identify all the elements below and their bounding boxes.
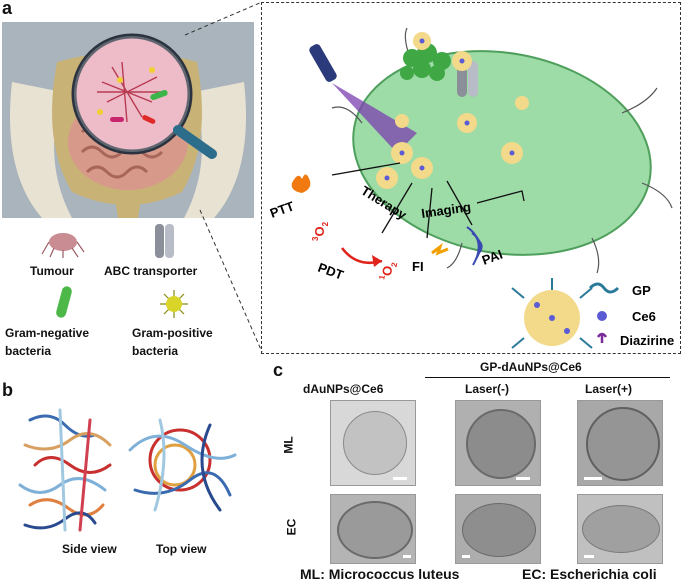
tem-row-ml: ML: [281, 436, 296, 454]
tumour-icon: [40, 228, 86, 258]
abdomen-illustration: [2, 22, 254, 218]
tem-col-2: Laser(-): [465, 382, 510, 396]
legend-gram-positive-1: Gram-positive: [132, 326, 213, 340]
protein-top-label: Top view: [156, 542, 207, 556]
imaging-label: Imaging: [420, 199, 471, 221]
abdomen-svg: [2, 22, 254, 218]
tem-ml-laser-on: [577, 400, 663, 486]
key-diazirine: Diazirine: [620, 333, 674, 348]
key-ce6: Ce6: [632, 309, 656, 324]
tem-ec-daunps: [330, 494, 416, 564]
legend-gram-negative-1: Gram-negative: [5, 326, 90, 340]
pdt-label: PDT: [316, 260, 346, 283]
mechanism-box: Therapy Imaging PTT PDT 3O2 1O2 FI PAI: [261, 2, 681, 354]
tem-col-1: dAuNPs@Ce6: [303, 382, 384, 396]
legend-abc-transporter: ABC transporter: [104, 264, 198, 278]
key-gp: GP: [632, 283, 651, 298]
tem-col-3: Laser(+): [585, 382, 633, 396]
footer-ec: EC: Escherichia coli: [522, 566, 657, 582]
protein-side-label: Side view: [62, 542, 117, 556]
ce6-icon: [597, 311, 607, 321]
tem-group-header: GP-dAuNPs@Ce6: [480, 360, 582, 374]
protein-top-view: [120, 410, 240, 520]
abc-transporter-icon: [152, 222, 178, 260]
panel-c-letter: c: [273, 360, 284, 380]
tem-ec-laser-off: [455, 494, 541, 564]
tem-row-ec: EC: [284, 518, 299, 536]
ptt-label: PTT: [268, 198, 296, 221]
o2-triplet: 3O2: [311, 221, 330, 241]
tem-group-rule: [425, 377, 670, 378]
nanoparticles: [376, 32, 529, 189]
panel-a-letter: a: [2, 0, 13, 18]
tem-ec-laser-on: [577, 494, 663, 564]
key-nanoparticle: [511, 278, 593, 349]
legend-gram-negative-2: bacteria: [5, 344, 52, 358]
pai-label: PAI: [480, 247, 505, 268]
protein-side-view: [10, 400, 130, 538]
tem-ml-daunps: [330, 400, 416, 486]
gp-icon: [588, 282, 620, 294]
gram-negative-icon: [54, 284, 74, 320]
gram-positive-icon: [160, 290, 188, 318]
footer-ml: ML: Micrococcus luteus: [300, 566, 460, 582]
tem-ml-laser-off: [455, 400, 541, 486]
mechanism-svg: Therapy Imaging PTT PDT 3O2 1O2 FI PAI: [268, 27, 674, 349]
legend-tumour: Tumour: [30, 264, 74, 278]
legend-gram-positive-2: bacteria: [132, 344, 179, 358]
o2-singlet: 1O2: [377, 259, 399, 282]
fi-label: FI: [412, 259, 424, 274]
panel-b-letter: b: [2, 380, 13, 400]
diazirine-icon: [596, 332, 608, 343]
